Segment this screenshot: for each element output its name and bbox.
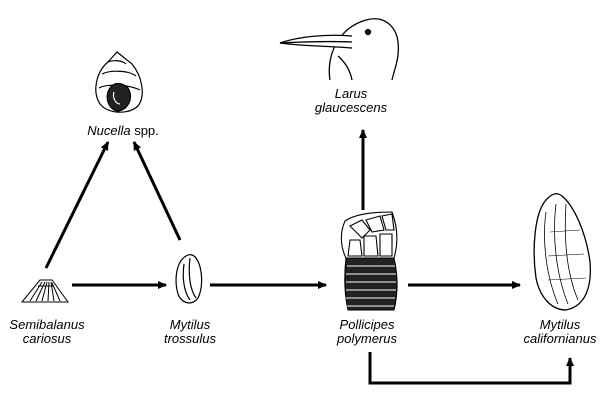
pollicipes-line2: polymerus <box>322 332 412 346</box>
nucella-genus: Nucella <box>87 123 130 138</box>
mytilus-californianus-line1: Mytilus <box>512 318 608 332</box>
arrow-mytilus-trossulus-to-nucella <box>134 142 180 240</box>
pollicipes-line1: Pollicipes <box>322 318 412 332</box>
arrow-semibalanus-to-nucella <box>46 142 108 268</box>
mytilus-trossulus-line1: Mytilus <box>150 318 230 332</box>
semibalanus-illustration <box>22 280 68 302</box>
nucella-suffix: spp. <box>131 123 159 138</box>
semibalanus-line1: Semibalanus <box>4 318 90 332</box>
semibalanus-line2: cariosus <box>4 332 90 346</box>
larus-line2: glaucescens <box>296 101 406 115</box>
mytilus-californianus-illustration <box>534 194 590 310</box>
label-larus-glaucescens: Larus glaucescens <box>296 87 406 115</box>
mytilus-californianus-line2: californianus <box>512 332 608 346</box>
mytilus-trossulus-line2: trossulus <box>150 332 230 346</box>
larus-line1: Larus <box>296 87 406 101</box>
larus-glaucescens-illustration <box>280 19 398 80</box>
pollicipes-illustration <box>341 212 397 310</box>
nucella-illustration <box>96 52 142 112</box>
label-pollicipes-polymerus: Pollicipes polymerus <box>322 318 412 346</box>
arrow-pollicipes-to-mytilus-californianus-lower <box>370 352 570 383</box>
label-mytilus-californianus: Mytilus californianus <box>512 318 608 346</box>
label-semibalanus-cariosus: Semibalanus cariosus <box>4 318 90 346</box>
label-mytilus-trossulus: Mytilus trossulus <box>150 318 230 346</box>
mytilus-trossulus-illustration <box>176 255 202 303</box>
label-nucella: Nucella spp. <box>79 124 167 138</box>
